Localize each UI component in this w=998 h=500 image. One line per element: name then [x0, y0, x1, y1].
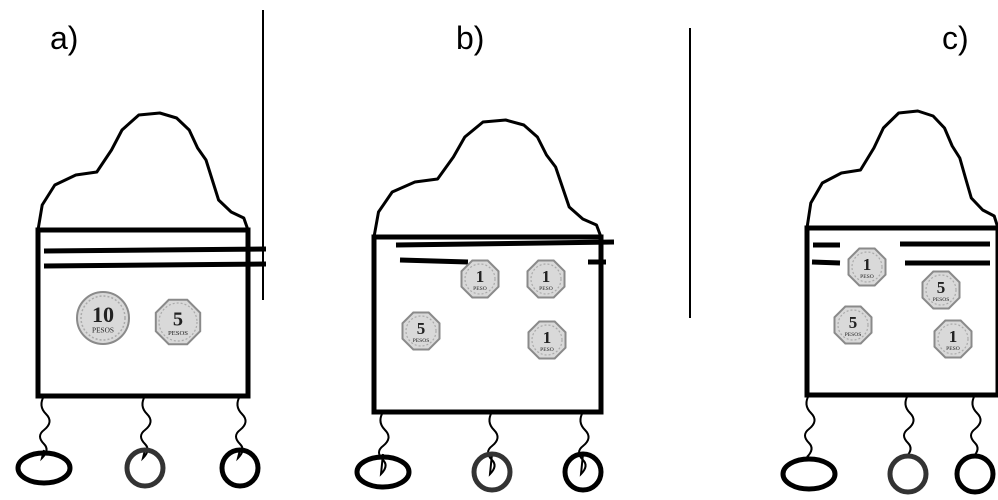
hanging-ring: [219, 447, 261, 489]
coin-value: 1: [949, 327, 958, 346]
coin-value: 1: [476, 267, 485, 286]
coin-unit: PESOS: [845, 332, 862, 338]
bag-string: [578, 411, 590, 477]
coin-value: 1: [542, 267, 551, 286]
coin-rim: [837, 309, 869, 341]
coin-value: 5: [173, 309, 183, 331]
bag-stripe: [43, 261, 267, 269]
coin-body-octagon: [401, 311, 441, 351]
hanging-ring: [887, 453, 929, 495]
panel-label-c: c): [942, 20, 969, 56]
coin-rim: [531, 324, 563, 356]
panel-label-b: b): [456, 20, 485, 56]
bag-string: [487, 411, 499, 477]
coin-rim: [937, 323, 969, 355]
coin-body-octagon: [833, 305, 873, 345]
hanging-ring: [780, 456, 838, 492]
hanging-ring: [354, 454, 412, 490]
coin-unit: PESO: [860, 274, 874, 280]
bag-string: [903, 394, 915, 458]
coin-rim: [464, 263, 496, 295]
hanging-ring: [562, 451, 604, 493]
coin-rim: [851, 251, 883, 283]
bag-body: [371, 234, 604, 415]
bag-stripe: [811, 259, 841, 266]
coin-rim: [158, 302, 198, 342]
coin-value: 1: [863, 255, 872, 274]
bag-string: [378, 411, 390, 477]
hanging-ring: [15, 450, 73, 486]
bag-stripe: [395, 239, 615, 248]
coin-body-octagon: [460, 259, 500, 299]
bag-body: [35, 227, 251, 399]
bag-body: [804, 225, 998, 398]
coin-body-octagon: [154, 298, 202, 346]
bag-string: [970, 394, 982, 458]
coin-unit: PESOS: [933, 297, 950, 303]
coin-body-octagon: [921, 270, 961, 310]
coin-value: 1: [543, 328, 552, 347]
panel-label-a: a): [50, 20, 79, 56]
coin-body-octagon: [527, 320, 567, 360]
bag-string: [39, 395, 51, 462]
bag-stripe: [399, 257, 469, 265]
coin-unit: PESO: [473, 286, 487, 292]
hanging-ring: [954, 453, 996, 495]
bag-top-outline: [36, 111, 250, 231]
coin-rim: [405, 315, 437, 347]
coin-rim: [530, 263, 562, 295]
coin-unit: PESOS: [168, 330, 188, 337]
coin-rim: [925, 274, 957, 306]
coin-value: 10: [92, 302, 114, 327]
bag-top-outline: [805, 109, 998, 229]
coin-value: 5: [417, 319, 426, 338]
bag-top-outline: [372, 118, 603, 238]
coin-unit: PESOS: [413, 338, 430, 344]
hanging-ring: [124, 447, 166, 489]
coin-rim: [80, 295, 126, 341]
hanging-ring: [471, 451, 513, 493]
coin-body-octagon: [526, 259, 566, 299]
coin-unit: PESO: [946, 346, 960, 352]
coin-body-round: [76, 291, 130, 345]
coin-body-octagon: [847, 247, 887, 287]
coin-value: 5: [849, 313, 858, 332]
bag-string: [804, 394, 816, 458]
coin-unit: PESOS: [92, 325, 114, 334]
coin-value: 5: [937, 278, 946, 297]
coin-unit: PESO: [540, 347, 554, 353]
coin-unit: PESO: [539, 286, 553, 292]
coin-body-octagon: [933, 319, 973, 359]
bag-stripe: [43, 246, 267, 254]
